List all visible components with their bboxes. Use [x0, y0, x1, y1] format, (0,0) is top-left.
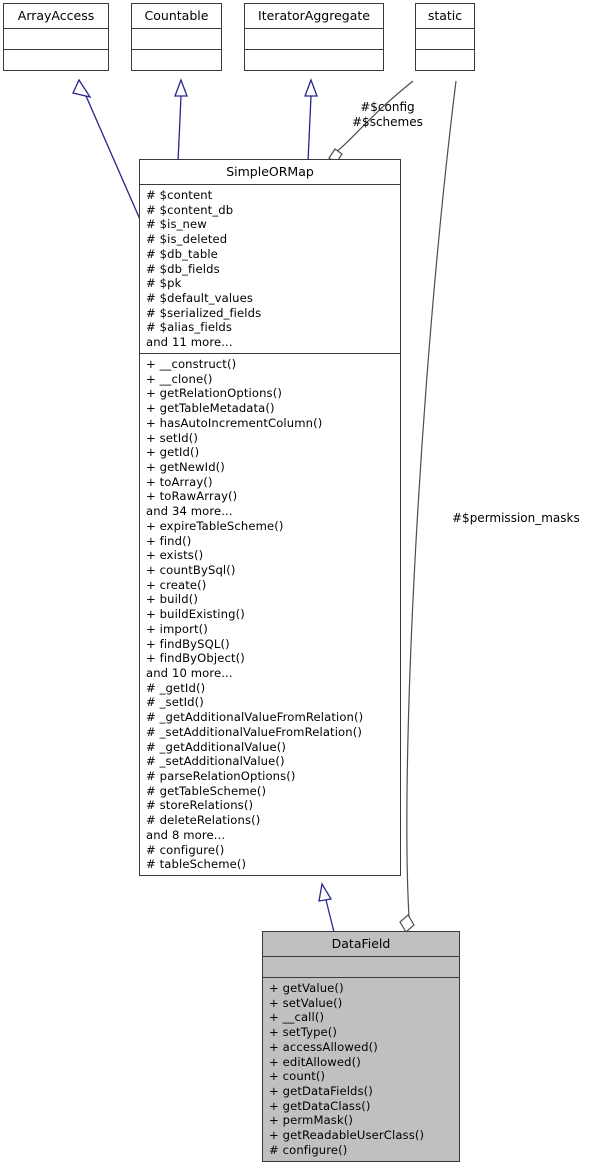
class-member: and 34 more... — [146, 504, 233, 519]
class-name-simpleormap: SimpleORMap — [226, 164, 314, 179]
class-member: + find() — [146, 533, 192, 548]
edge-static-datafield — [399, 80, 457, 933]
class-member: + build() — [146, 592, 198, 607]
edge-datafield-simpleormap — [318, 882, 335, 933]
edge-label-static-simpleormap: #$config #$schemes — [352, 100, 423, 130]
class-box-countable[interactable]: Countable — [131, 3, 222, 71]
class-member: + permMask() — [269, 1113, 354, 1128]
class-member: # $is_deleted — [146, 232, 228, 247]
class-member: # $serialized_fields — [146, 305, 262, 320]
class-member: + buildExisting() — [146, 607, 245, 622]
class-name-arrayaccess: ArrayAccess — [17, 8, 95, 23]
class-member: + countBySql() — [146, 562, 236, 577]
class-methods-simpleormap: + __construct()+ __clone()+ getRelationO… — [140, 352, 400, 875]
class-member: + setType() — [269, 1025, 338, 1040]
class-member: + __clone() — [146, 371, 213, 386]
class-member: and 10 more... — [146, 666, 233, 680]
class-member: + hasAutoIncrementColumn() — [146, 415, 323, 430]
class-name-countable: Countable — [144, 8, 209, 23]
class-methods-datafield: + getValue()+ setValue()+ __call()+ setT… — [263, 977, 459, 1161]
edge-label-schemes: #$schemes — [352, 115, 423, 129]
class-member: + toArray() — [146, 474, 213, 489]
class-box-simpleormap[interactable]: SimpleORMap # $content# $content_db# $is… — [139, 159, 401, 877]
edge-simpleormap-arrayaccess — [72, 78, 143, 225]
class-attributes-iteratoraggregate — [245, 28, 383, 49]
class-name-static: static — [427, 8, 463, 23]
class-member: + editAllowed() — [269, 1054, 361, 1069]
class-member: + toRawArray() — [146, 489, 238, 504]
class-name-datafield: DataField — [331, 936, 391, 951]
class-name-iteratoraggregate: IteratorAggregate — [258, 8, 370, 23]
class-box-static[interactable]: static — [415, 3, 475, 71]
class-member: + getDataFields() — [269, 1084, 373, 1099]
class-member: + getValue() — [269, 981, 344, 995]
class-box-datafield[interactable]: DataField + getValue()+ setValue()+ __ca… — [262, 931, 460, 1162]
class-member: # $default_values — [146, 291, 254, 306]
class-member: # _setAdditionalValue() — [146, 754, 285, 769]
class-member: + getId() — [146, 445, 200, 460]
class-box-arrayaccess[interactable]: ArrayAccess — [3, 3, 109, 71]
edge-label-static-datafield: #$permission_masks — [452, 511, 580, 525]
class-member: + create() — [146, 577, 207, 592]
class-member: # configure() — [146, 842, 225, 857]
class-member: + count() — [269, 1069, 326, 1084]
class-member: # $db_fields — [146, 261, 220, 276]
class-attributes-arrayaccess — [4, 28, 108, 49]
class-member: + findByObject() — [146, 651, 245, 666]
class-member: # getTableScheme() — [146, 783, 267, 798]
class-member: + getTableMetadata() — [146, 401, 275, 416]
class-member: + accessAllowed() — [269, 1039, 378, 1054]
class-member: + setValue() — [269, 995, 343, 1010]
class-member: # _getAdditionalValueFromRelation() — [146, 710, 364, 725]
class-member: + getReadableUserClass() — [269, 1128, 425, 1143]
class-member: + import() — [146, 621, 208, 636]
class-member: # $alias_fields — [146, 320, 233, 335]
class-member: + getDataClass() — [269, 1098, 371, 1113]
edge-simpleormap-countable — [174, 78, 188, 163]
class-member: + __construct() — [146, 356, 237, 371]
class-methods-arrayaccess — [4, 49, 108, 70]
class-member: + expireTableScheme() — [146, 518, 284, 533]
class-member: + setId() — [146, 430, 198, 445]
class-member: # $content — [146, 188, 213, 202]
class-member: + getNewId() — [146, 459, 225, 474]
class-methods-countable — [132, 49, 221, 70]
class-member: and 11 more... — [146, 335, 233, 350]
class-member: # _setAdditionalValueFromRelation() — [146, 724, 362, 739]
class-member: # $content_db — [146, 202, 234, 217]
class-member: # deleteRelations() — [146, 813, 261, 828]
class-member: # tableScheme() — [146, 857, 247, 872]
class-attributes-countable — [132, 28, 221, 49]
class-member: # $db_table — [146, 246, 218, 261]
class-member: # _getAdditionalValue() — [146, 739, 286, 754]
class-attributes-datafield — [263, 956, 459, 977]
class-attributes-simpleormap: # $content# $content_db# $is_new# $is_de… — [140, 184, 400, 353]
class-methods-static — [416, 49, 474, 70]
class-member: + __call() — [269, 1010, 325, 1025]
class-box-iteratoraggregate[interactable]: IteratorAggregate — [244, 3, 384, 71]
class-attributes-static — [416, 28, 474, 49]
class-member: # _getId() — [146, 680, 206, 695]
edge-label-config: #$config — [360, 100, 415, 114]
class-member: and 8 more... — [146, 827, 226, 842]
class-member: # $is_new — [146, 217, 207, 232]
class-member: + findBySQL() — [146, 636, 230, 651]
class-member: # storeRelations() — [146, 798, 254, 813]
class-member: # $pk — [146, 276, 182, 291]
class-member: # parseRelationOptions() — [146, 769, 296, 784]
class-member: + getRelationOptions() — [146, 386, 282, 401]
edge-simpleormap-iteratoraggregate — [304, 78, 318, 163]
class-member: + exists() — [146, 548, 204, 563]
class-methods-iteratoraggregate — [245, 49, 383, 70]
class-member: # configure() — [269, 1142, 348, 1157]
class-member: # _setId() — [146, 695, 204, 710]
